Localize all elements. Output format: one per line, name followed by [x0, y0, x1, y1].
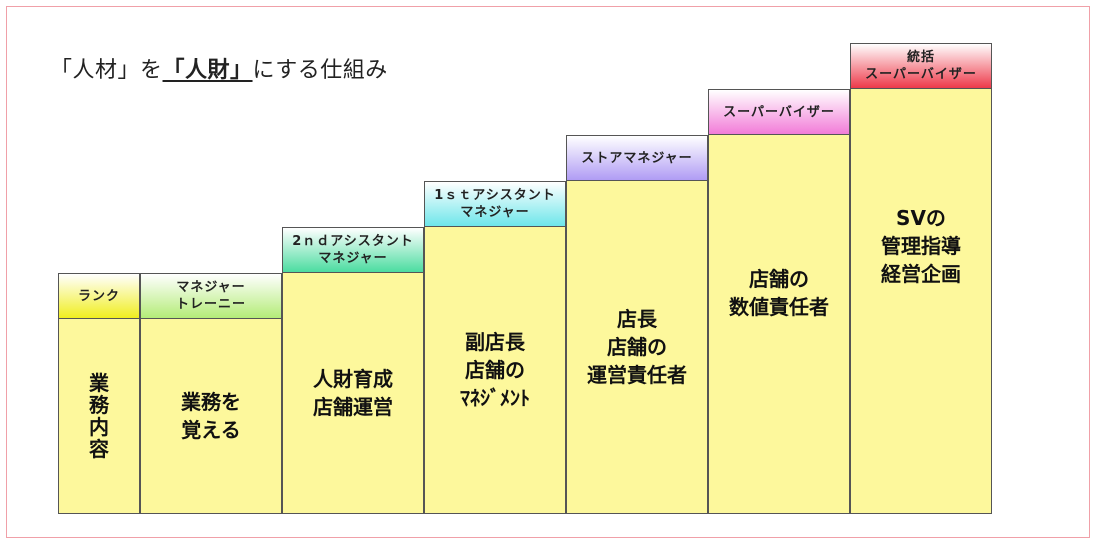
column-header: スーパーバイザー: [708, 89, 850, 135]
column-content: 店長 店舗の 運営責任者: [566, 181, 708, 514]
column-rank: ランク 業 務 内 容: [58, 273, 140, 514]
diagram-title: 「人材」を「人財」にする仕組み: [50, 52, 388, 84]
column-store-manager: ストアマネジャー 店長 店舗の 運営責任者: [566, 135, 708, 514]
column-supervisor: スーパーバイザー 店舗の 数値責任者: [708, 89, 850, 514]
column-content: 店舗の 数値責任者: [708, 135, 850, 514]
column-header: ストアマネジャー: [566, 135, 708, 181]
column-header: 統括 スーパーバイザー: [850, 43, 992, 89]
title-part1: 「人材」を: [50, 58, 163, 83]
column-general-supervisor: 統括 スーパーバイザー SVの 管理指導 経営企画: [850, 43, 992, 514]
column-content: SVの 管理指導 経営企画: [850, 89, 992, 514]
column-manager-trainee: マネジャー トレーニー 業務を 覚える: [140, 273, 282, 514]
column-header: マネジャー トレーニー: [140, 273, 282, 319]
title-part2: 「人財」: [162, 58, 253, 83]
diagram-frame: [6, 6, 1090, 538]
column-content: 副店長 店舗の ﾏﾈｼﾞﾒﾝﾄ: [424, 227, 566, 514]
column-content: 業務を 覚える: [140, 319, 282, 514]
column-header: 2ｎｄアシスタント マネジャー: [282, 227, 424, 273]
column-2nd-assistant-manager: 2ｎｄアシスタント マネジャー 人財育成 店舗運営: [282, 227, 424, 514]
column-content: 業 務 内 容: [58, 319, 140, 514]
column-header: ランク: [58, 273, 140, 319]
column-content: 人財育成 店舗運営: [282, 273, 424, 514]
title-part3: にする仕組み: [252, 58, 388, 83]
column-header: 1ｓｔアシスタント マネジャー: [424, 181, 566, 227]
column-1st-assistant-manager: 1ｓｔアシスタント マネジャー 副店長 店舗の ﾏﾈｼﾞﾒﾝﾄ: [424, 181, 566, 514]
